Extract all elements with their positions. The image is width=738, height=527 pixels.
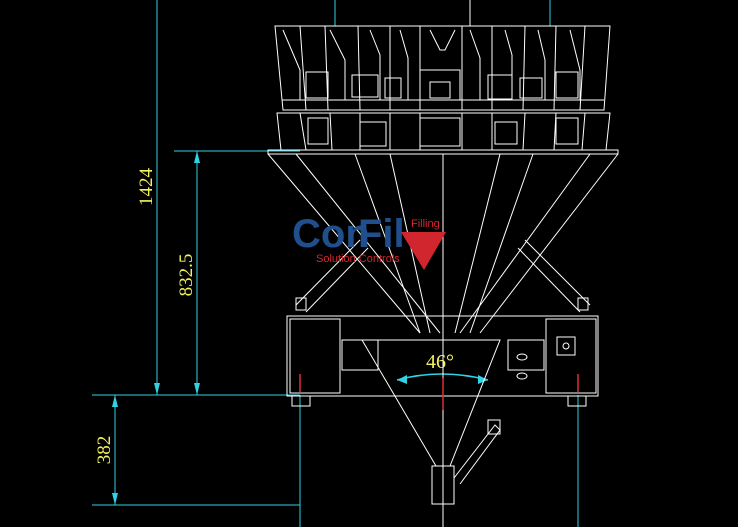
- logo-tag-solution: Solution Controls: [316, 253, 400, 265]
- dim-total-height: 1424: [136, 168, 157, 207]
- dim-body-height: 832.5: [176, 254, 197, 297]
- dimension-arrows: [112, 151, 200, 505]
- dimension-lines: [92, 0, 579, 527]
- logo-brand-fil: Fil: [358, 212, 405, 256]
- logo-tag-filling: Filling: [411, 218, 440, 230]
- dim-base-height: 382: [94, 436, 115, 465]
- confil-logo: Con Fil Filling Solution Controls: [292, 212, 446, 270]
- center-marks: [299, 374, 579, 410]
- logo-triangle-icon: [401, 232, 446, 270]
- dim-cone-angle: 46°: [426, 351, 454, 373]
- logo-brand-con: Con: [292, 212, 370, 256]
- machine-frame: [267, 149, 619, 527]
- weigher-head: [274, 0, 611, 151]
